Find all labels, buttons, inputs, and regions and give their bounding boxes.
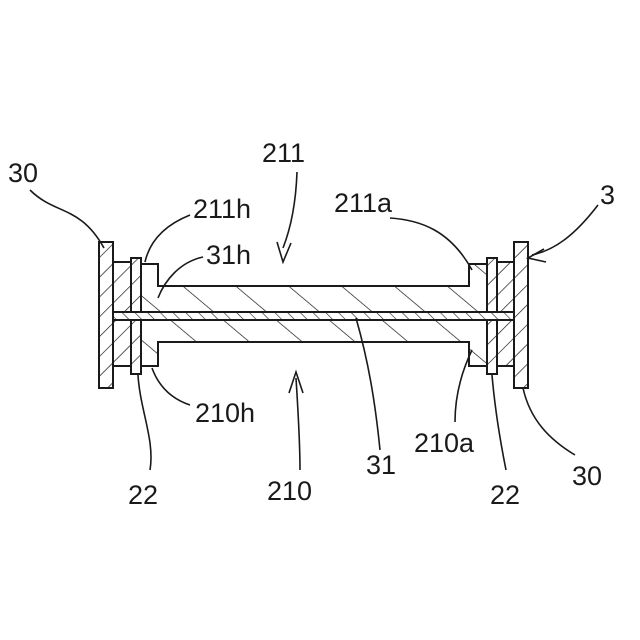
spacer-right-lower — [497, 320, 514, 366]
leader-3 — [532, 205, 598, 255]
label-3: 3 — [600, 180, 615, 210]
spacer-right-upper — [497, 262, 514, 312]
plate-30-left — [99, 242, 113, 388]
film-31 — [113, 312, 514, 320]
label-22-left: 22 — [128, 480, 158, 510]
spacer-left-upper — [113, 262, 131, 312]
body-211-upper — [141, 264, 487, 312]
leader-22-right — [492, 375, 506, 470]
label-211h: 211h — [193, 194, 251, 224]
label-210: 210 — [267, 476, 312, 506]
label-31: 31 — [366, 450, 396, 480]
leader-210h — [152, 368, 190, 405]
label-210h: 210h — [195, 398, 255, 428]
label-210a: 210a — [414, 428, 475, 458]
body-210-lower — [141, 320, 487, 366]
plate-30-right — [514, 242, 528, 388]
spacer-left-lower — [113, 320, 131, 366]
label-30-left: 30 — [8, 158, 38, 188]
label-211a: 211a — [334, 188, 393, 218]
leader-210 — [296, 378, 300, 470]
leader-211a — [390, 218, 472, 270]
leader-30-right — [523, 388, 575, 455]
label-22-right: 22 — [490, 480, 520, 510]
leader-211h — [145, 215, 190, 262]
leader-30-left — [30, 190, 104, 248]
label-211: 211 — [262, 138, 305, 168]
label-30-right: 30 — [572, 461, 602, 491]
label-31h: 31h — [206, 240, 251, 270]
leader-22-left — [138, 375, 151, 470]
leader-211 — [283, 172, 297, 248]
